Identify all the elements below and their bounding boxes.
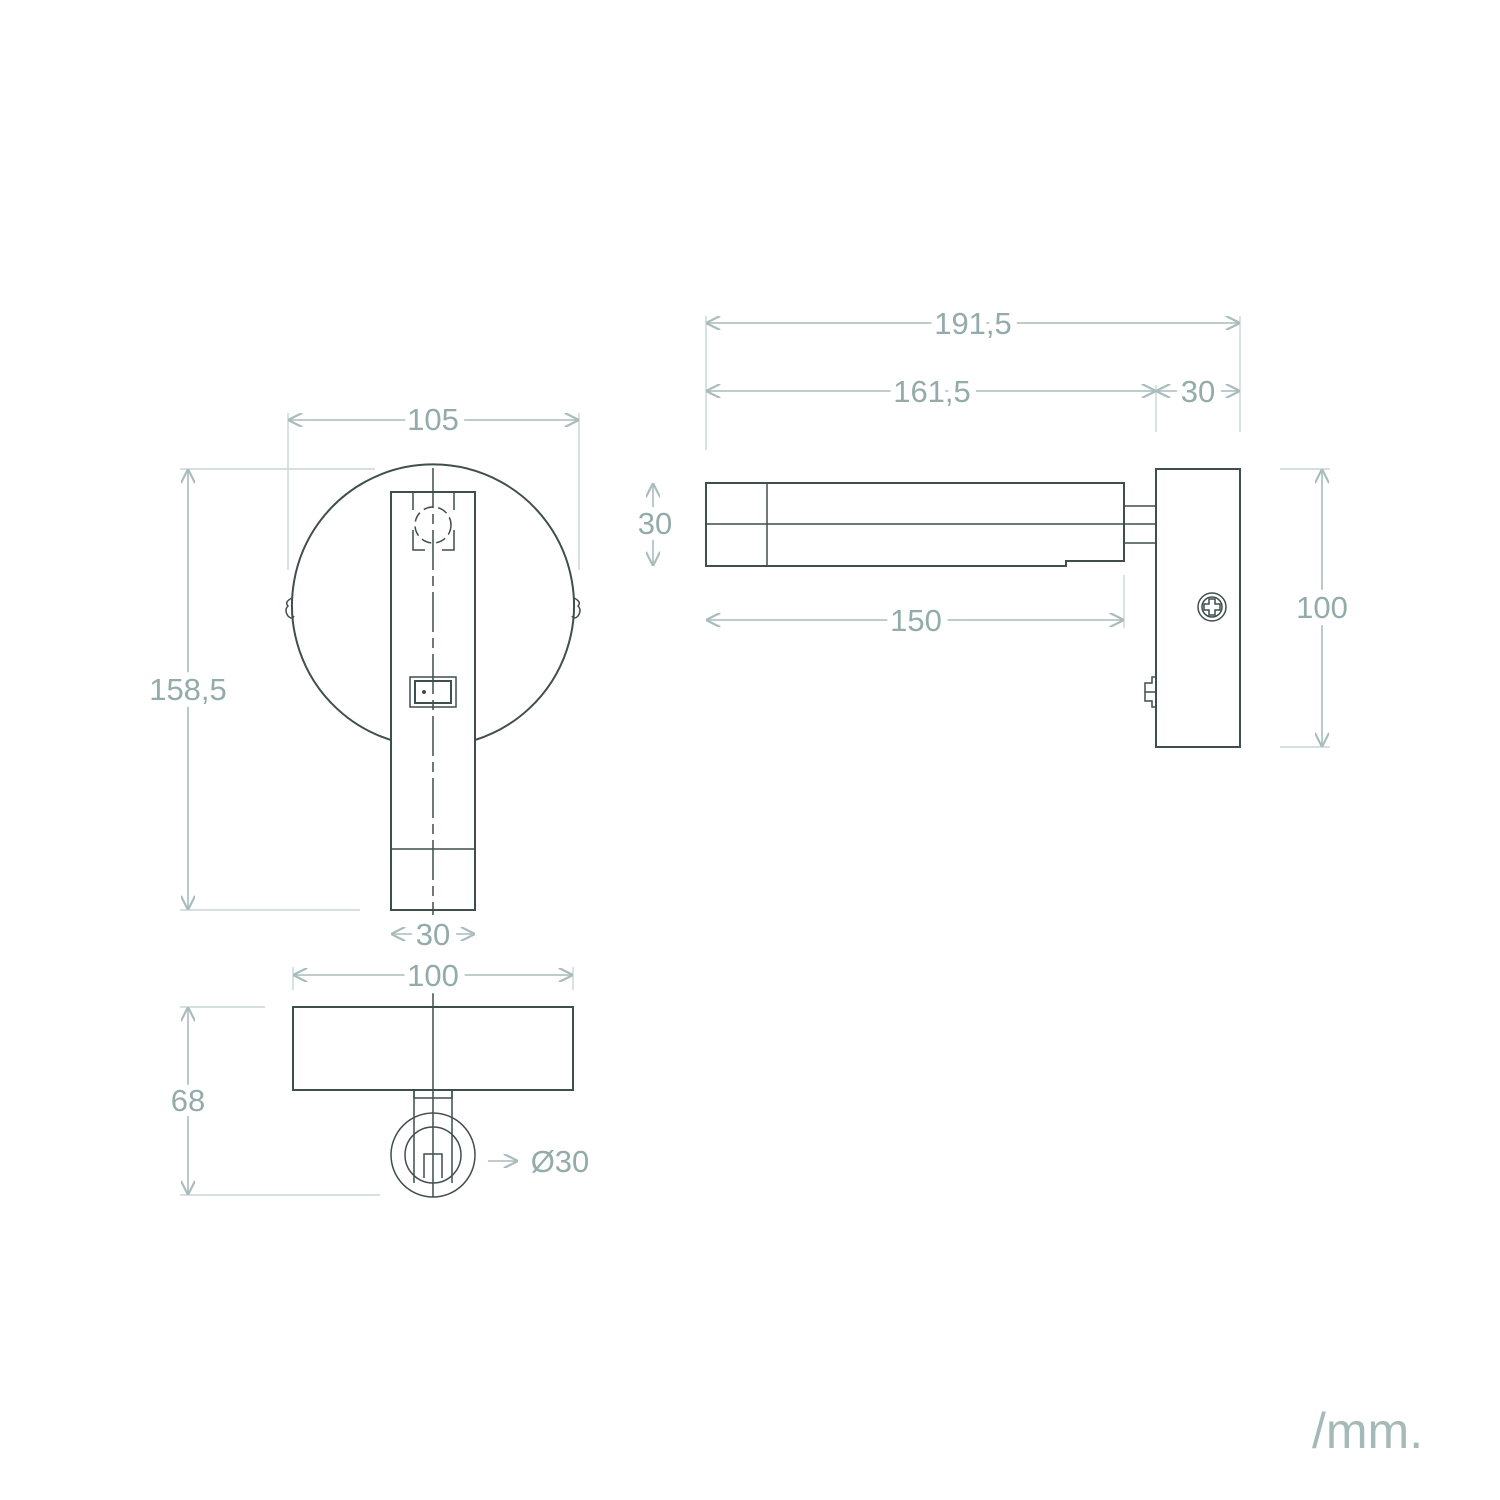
dim-arm-width: 30 bbox=[416, 917, 450, 952]
side-arm bbox=[705, 482, 1125, 567]
side-screws bbox=[285, 597, 581, 619]
dimensions: 105 158,5 30 100 68 Ø30 191,5 161,5 30 3… bbox=[142, 299, 1355, 1196]
pivot-circle bbox=[414, 506, 452, 544]
dim-side-total: 191,5 bbox=[934, 306, 1012, 341]
switch-dot bbox=[422, 690, 426, 694]
dim-side-arm-height: 30 bbox=[638, 506, 672, 541]
dim-side-arm-length: 161,5 bbox=[893, 374, 971, 409]
dim-head-diameter: Ø30 bbox=[531, 1144, 590, 1179]
dim-front-width: 105 bbox=[407, 402, 459, 437]
side-view bbox=[705, 468, 1241, 748]
wall-plate-circle bbox=[291, 463, 575, 741]
dim-side-base-height: 100 bbox=[1296, 590, 1348, 625]
side-wall-plate bbox=[1155, 468, 1241, 748]
dim-top-width: 100 bbox=[407, 958, 459, 993]
unit-label: /mm. bbox=[1312, 1403, 1423, 1459]
side-knob bbox=[1144, 676, 1157, 708]
front-view bbox=[285, 463, 581, 915]
switch-outer bbox=[409, 676, 457, 708]
dim-front-height: 158,5 bbox=[149, 672, 227, 707]
dim-side-head-length: 150 bbox=[890, 603, 942, 638]
top-view bbox=[292, 990, 574, 1198]
stem bbox=[413, 1090, 453, 1183]
dim-top-depth: 68 bbox=[171, 1083, 205, 1118]
switch-icon bbox=[414, 680, 452, 704]
pivot-bracket bbox=[412, 492, 455, 551]
screw-icon bbox=[1197, 592, 1227, 622]
dim-side-base-depth: 30 bbox=[1181, 374, 1215, 409]
